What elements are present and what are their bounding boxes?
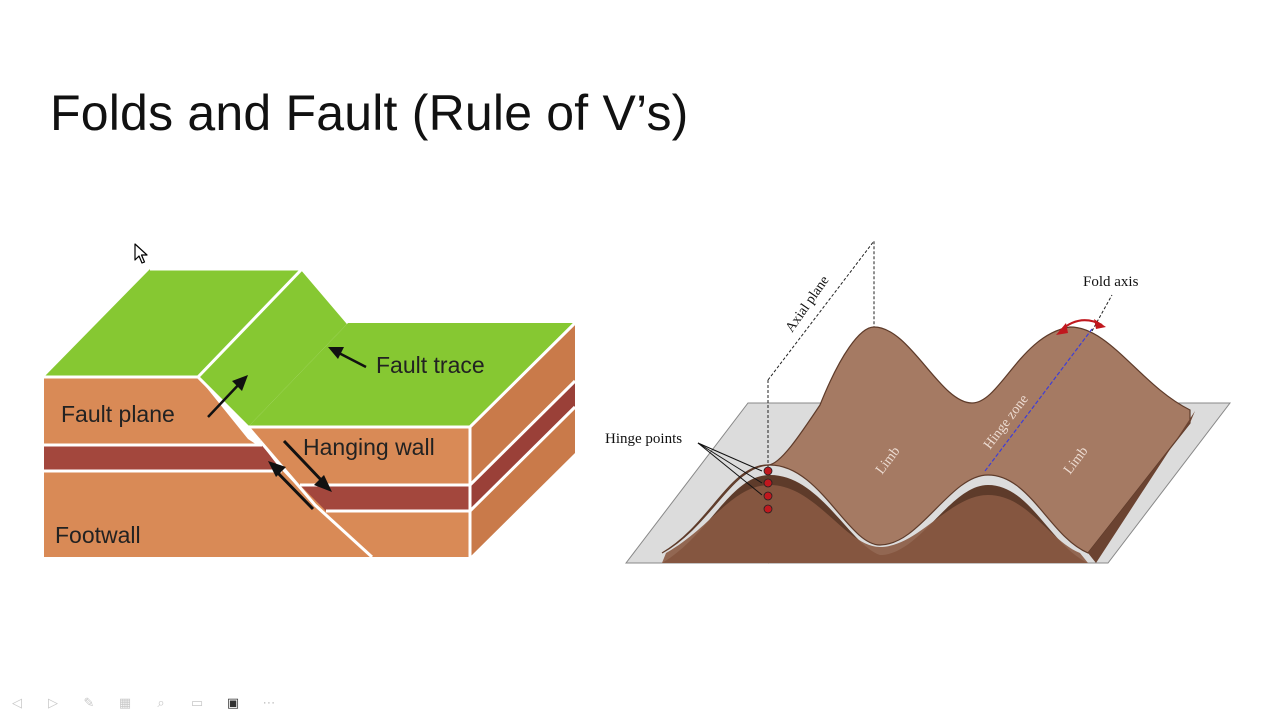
previous-slide-icon: ◁ (12, 695, 22, 711)
label-fold-axis: Fold axis (1083, 274, 1139, 290)
fold-top-surface (661, 326, 1191, 554)
more-options-icon: ⋯ (262, 695, 276, 711)
label-footwall: Footwall (55, 522, 141, 548)
next-slide-button[interactable]: ▷ (40, 691, 66, 715)
label-fault-trace: Fault trace (376, 352, 485, 378)
label-hinge-points: Hinge points (605, 431, 682, 447)
footwall-top-surface (44, 269, 302, 377)
slides-grid-button[interactable]: ▦ (112, 691, 138, 715)
hinge-points (763, 466, 773, 514)
previous-slide-button[interactable]: ◁ (4, 691, 30, 715)
footwall-red-band (44, 445, 282, 471)
subtitles-button[interactable]: ▭ (184, 691, 210, 715)
fault-displacement-arrows (268, 439, 332, 511)
fold-right-edge (1088, 411, 1195, 563)
camera-button[interactable]: ▣ (220, 691, 246, 715)
fault-plane-arrow (207, 375, 248, 418)
camera-icon: ▣ (226, 695, 240, 711)
slides-grid-icon: ▦ (118, 695, 132, 711)
next-slide-icon: ▷ (48, 695, 58, 711)
zoom-button[interactable]: ⌕ (148, 691, 174, 715)
subtitles-icon: ▭ (190, 695, 204, 711)
more-options-button[interactable]: ⋯ (256, 691, 282, 715)
fault-block-diagram: Fault plane Fault trace Hanging wall Foo… (44, 267, 577, 559)
fold-diagram: Axial plane Fold axis Hinge points Hinge… (605, 239, 1232, 564)
label-hanging-wall: Hanging wall (303, 434, 435, 460)
right-side-red-band (470, 381, 575, 511)
slide-title: Folds and Fault (Rule of V’s) (50, 85, 689, 141)
label-fault-plane: Fault plane (61, 401, 175, 427)
pen-icon: ✎ (83, 695, 95, 711)
fault-trace-arrow (328, 347, 367, 369)
label-axial-plane: Axial plane (783, 274, 833, 336)
zoom-icon: ⌕ (157, 695, 165, 711)
mouse-cursor-icon (134, 243, 148, 264)
hinge-points-leaders (697, 442, 763, 496)
fold-axis-rotation-arrow (1056, 319, 1106, 335)
fold-layer-middle (662, 485, 1088, 563)
presenter-toolbar: ◁ ▷ ✎ ▦ ⌕ ▭ ▣ ⋯ (4, 690, 282, 716)
pen-button[interactable]: ✎ (76, 691, 102, 715)
hanging-wall-red-band (300, 485, 470, 511)
